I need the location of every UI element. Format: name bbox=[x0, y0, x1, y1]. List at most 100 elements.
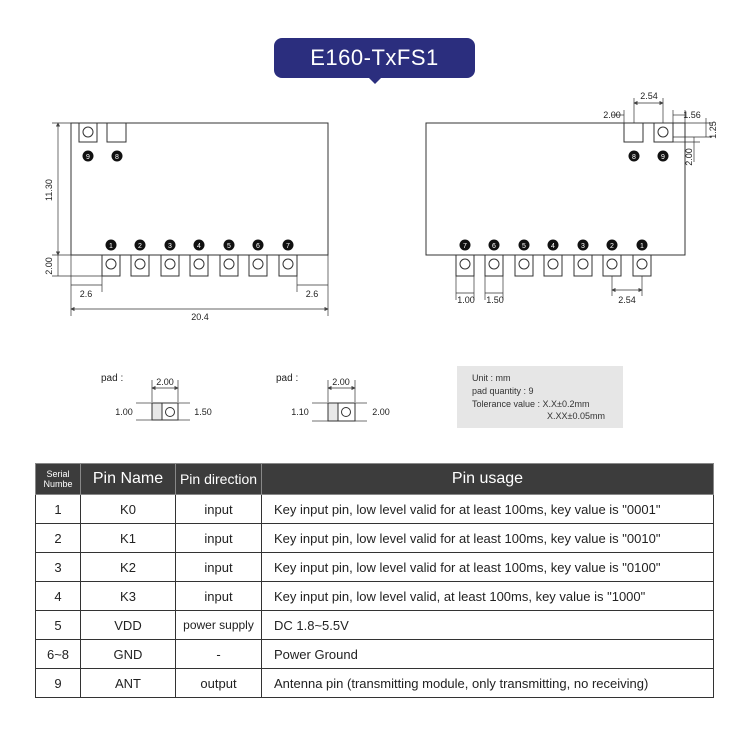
table-row: 1 K0 input Key input pin, low level vali… bbox=[35, 494, 714, 524]
pad-detail-2-top: 2.00 bbox=[332, 377, 350, 387]
cell-pin-name: K2 bbox=[80, 552, 176, 582]
back-pin-label: 7 bbox=[463, 243, 467, 250]
header-pin-direction: Pin direction bbox=[175, 463, 262, 495]
cell-pin-name: ANT bbox=[80, 668, 176, 698]
spec-unit: Unit : mm bbox=[472, 373, 511, 383]
header-serial: Serial Numbe bbox=[35, 463, 81, 495]
title-banner: E160-TxFS1 bbox=[274, 38, 475, 78]
cell-serial: 5 bbox=[35, 610, 81, 640]
front-pad-9 bbox=[78, 123, 98, 143]
cell-pin-direction: input bbox=[175, 552, 262, 582]
back-view bbox=[425, 98, 712, 300]
front-pin-label: 8 bbox=[115, 154, 119, 161]
cell-pin-name: VDD bbox=[80, 610, 176, 640]
table-row: 2 K1 input Key input pin, low level vali… bbox=[35, 523, 714, 553]
front-view bbox=[52, 122, 329, 316]
table-header-row: Serial Numbe Pin Name Pin direction Pin … bbox=[35, 463, 714, 495]
front-pin-label: 2 bbox=[138, 243, 142, 250]
cell-pin-direction: input bbox=[175, 523, 262, 553]
cell-pin-direction: input bbox=[175, 581, 262, 611]
back-pin-label: 4 bbox=[551, 243, 555, 250]
dim-front-left-gap: 2.6 bbox=[80, 289, 93, 299]
back-module-outline bbox=[425, 122, 686, 256]
back-pin-label: 2 bbox=[610, 243, 614, 250]
back-bottom-pin-markers: 7 6 5 4 3 2 1 bbox=[459, 239, 648, 251]
cell-pin-direction: input bbox=[175, 494, 262, 524]
dim-front-width: 20.4 bbox=[191, 312, 209, 322]
dim-back-pitch: 2.54 bbox=[618, 295, 636, 305]
back-pin-label: 9 bbox=[661, 154, 665, 161]
back-pin-label: 6 bbox=[492, 243, 496, 250]
cell-pin-name: K3 bbox=[80, 581, 176, 611]
table-row: 4 K3 input Key input pin, low level vali… bbox=[35, 581, 714, 611]
dim-back-top-left: 2.00 bbox=[603, 110, 621, 120]
dim-back-pad-gap: 1.50 bbox=[486, 295, 504, 305]
pad-detail-1-top: 2.00 bbox=[156, 377, 174, 387]
front-pin-label: 4 bbox=[197, 243, 201, 250]
header-pin-usage: Pin usage bbox=[261, 463, 714, 495]
cell-pin-usage: Key input pin, low level valid for at le… bbox=[261, 523, 714, 553]
cell-pin-usage: Key input pin, low level valid for at le… bbox=[261, 552, 714, 582]
pad-detail-2: pad : 2.00 1.10 2.00 bbox=[276, 373, 390, 422]
back-pin-label: 3 bbox=[581, 243, 585, 250]
front-bottom-pin-markers: 1 2 3 4 5 6 7 bbox=[105, 239, 294, 251]
front-pin-label: 6 bbox=[256, 243, 260, 250]
cell-serial: 9 bbox=[35, 668, 81, 698]
back-pad-9 bbox=[653, 123, 674, 143]
front-pin-label: 7 bbox=[286, 243, 290, 250]
page-title: E160-TxFS1 bbox=[310, 45, 439, 70]
back-pin-label: 5 bbox=[522, 243, 526, 250]
spec-note-box: Unit : mm pad quantity : 9 Tolerance val… bbox=[457, 366, 623, 428]
front-top-pin-markers: 9 8 bbox=[82, 150, 123, 162]
dim-front-bottom: 2.00 bbox=[44, 257, 54, 275]
pad-detail-2-left: 1.10 bbox=[291, 407, 309, 417]
dim-back-top-pitch: 2.54 bbox=[640, 91, 658, 101]
pad-detail-2-label: pad : bbox=[276, 373, 298, 384]
cell-pin-usage: DC 1.8~5.5V bbox=[261, 610, 714, 640]
cell-serial: 6~8 bbox=[35, 639, 81, 669]
cell-serial: 3 bbox=[35, 552, 81, 582]
back-pad-8 bbox=[623, 123, 644, 143]
dim-back-side-small: 1.25 bbox=[708, 121, 718, 139]
cell-pin-name: K0 bbox=[80, 494, 176, 524]
cell-serial: 2 bbox=[35, 523, 81, 553]
pad-detail-2-right: 2.00 bbox=[372, 407, 390, 417]
back-top-pin-markers: 8 9 bbox=[628, 150, 669, 162]
back-bottom-pads bbox=[455, 255, 652, 277]
cell-pin-direction: power supply bbox=[175, 610, 262, 640]
table-row: 3 K2 input Key input pin, low level vali… bbox=[35, 552, 714, 582]
dim-front-right-gap: 2.6 bbox=[306, 289, 319, 299]
title-pointer bbox=[367, 76, 383, 84]
front-pad-8 bbox=[106, 123, 127, 143]
dim-back-top-right: 1.56 bbox=[683, 110, 701, 120]
back-pin-label: 8 bbox=[632, 154, 636, 161]
back-pin-label: 1 bbox=[640, 243, 644, 250]
table-row: 9 ANT output Antenna pin (transmitting m… bbox=[35, 668, 714, 698]
dimension-drawing: 9 8 1 2 3 4 5 6 7 11.30 2.00 2.6 2.6 20.… bbox=[44, 91, 718, 422]
front-pin-label: 3 bbox=[168, 243, 172, 250]
dim-back-side-large: 2.00 bbox=[684, 148, 694, 166]
table-row: 5 VDD power supply DC 1.8~5.5V bbox=[35, 610, 714, 640]
pad-detail-1: pad : 2.00 1.00 1.50 bbox=[101, 373, 212, 421]
front-pin-label: 5 bbox=[227, 243, 231, 250]
cell-pin-usage: Antenna pin (transmitting module, only t… bbox=[261, 668, 714, 698]
cell-serial: 1 bbox=[35, 494, 81, 524]
front-bottom-pads bbox=[101, 255, 298, 277]
pad-detail-1-left: 1.00 bbox=[115, 407, 133, 417]
cell-pin-name: GND bbox=[80, 639, 176, 669]
dim-back-pad-width: 1.00 bbox=[457, 295, 475, 305]
cell-pin-direction: - bbox=[175, 639, 262, 669]
cell-pin-usage: Key input pin, low level valid for at le… bbox=[261, 494, 714, 524]
dim-front-height: 11.30 bbox=[44, 179, 54, 201]
header-pin-name: Pin Name bbox=[80, 463, 176, 495]
cell-pin-direction: output bbox=[175, 668, 262, 698]
spec-pad-quantity: pad quantity : 9 bbox=[472, 386, 534, 396]
spec-tolerance-fine: X.XX±0.05mm bbox=[547, 411, 605, 421]
pad-detail-1-right: 1.50 bbox=[194, 407, 212, 417]
table-row: 6~8 GND - Power Ground bbox=[35, 639, 714, 669]
front-pin-label: 1 bbox=[109, 243, 113, 250]
pad-detail-1-label: pad : bbox=[101, 373, 123, 384]
spec-tolerance: Tolerance value : X.X±0.2mm bbox=[472, 399, 590, 409]
front-pin-label: 9 bbox=[86, 154, 90, 161]
cell-serial: 4 bbox=[35, 581, 81, 611]
